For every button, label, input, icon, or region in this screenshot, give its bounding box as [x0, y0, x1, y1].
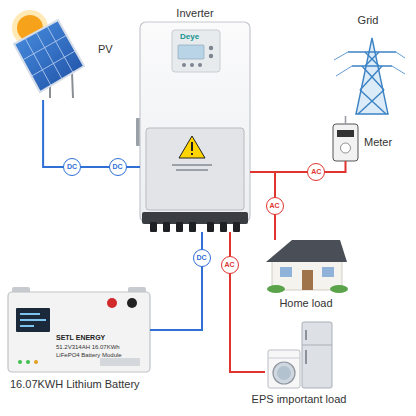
dc-wire	[150, 232, 202, 330]
inverter-unit	[136, 22, 250, 232]
meter-node: Meter	[333, 124, 358, 161]
dc-badge: DC	[63, 158, 81, 176]
battery-node: 16.07KWH Lithium Battery	[8, 288, 150, 372]
node-label: Home load	[255, 296, 357, 310]
solar-panel-node: PV	[8, 14, 86, 100]
node-label: 16.07KWH Lithium Battery	[10, 377, 140, 391]
node-label: Inverter	[140, 6, 250, 20]
grid-wire	[345, 116, 347, 124]
wire-badge: AC	[221, 256, 239, 274]
wire-badge: DC	[193, 249, 211, 267]
grid-node: Grid	[330, 30, 406, 116]
wire-badge: AC	[266, 197, 284, 215]
battery-type: LiFePO4 Battery Module	[56, 351, 122, 359]
node-label: Grid	[330, 13, 406, 27]
house	[266, 240, 348, 293]
appliances	[268, 322, 332, 388]
solar-panel	[14, 20, 84, 98]
wire-badge: DC	[109, 158, 127, 176]
inverter-node: Inverter	[140, 22, 250, 232]
dc-wire	[43, 100, 140, 167]
node-label: EPS important load	[235, 392, 363, 406]
wire-badge: AC	[307, 163, 325, 181]
battery-brand: SETL ENERGY	[56, 333, 105, 342]
node-label: PV	[98, 42, 113, 56]
eps-load-node: EPS important load	[265, 322, 333, 388]
electric-meter	[333, 124, 358, 161]
battery-module	[8, 287, 150, 372]
node-label: Meter	[364, 135, 392, 149]
ac-wire	[230, 232, 265, 372]
brand-logo: Deye	[180, 32, 199, 42]
battery-rating: 51.2V314AH 16.07KWh	[56, 343, 120, 351]
home-load-node: Home load	[265, 240, 347, 292]
ac-wire	[250, 161, 346, 172]
power-tower	[334, 38, 405, 114]
